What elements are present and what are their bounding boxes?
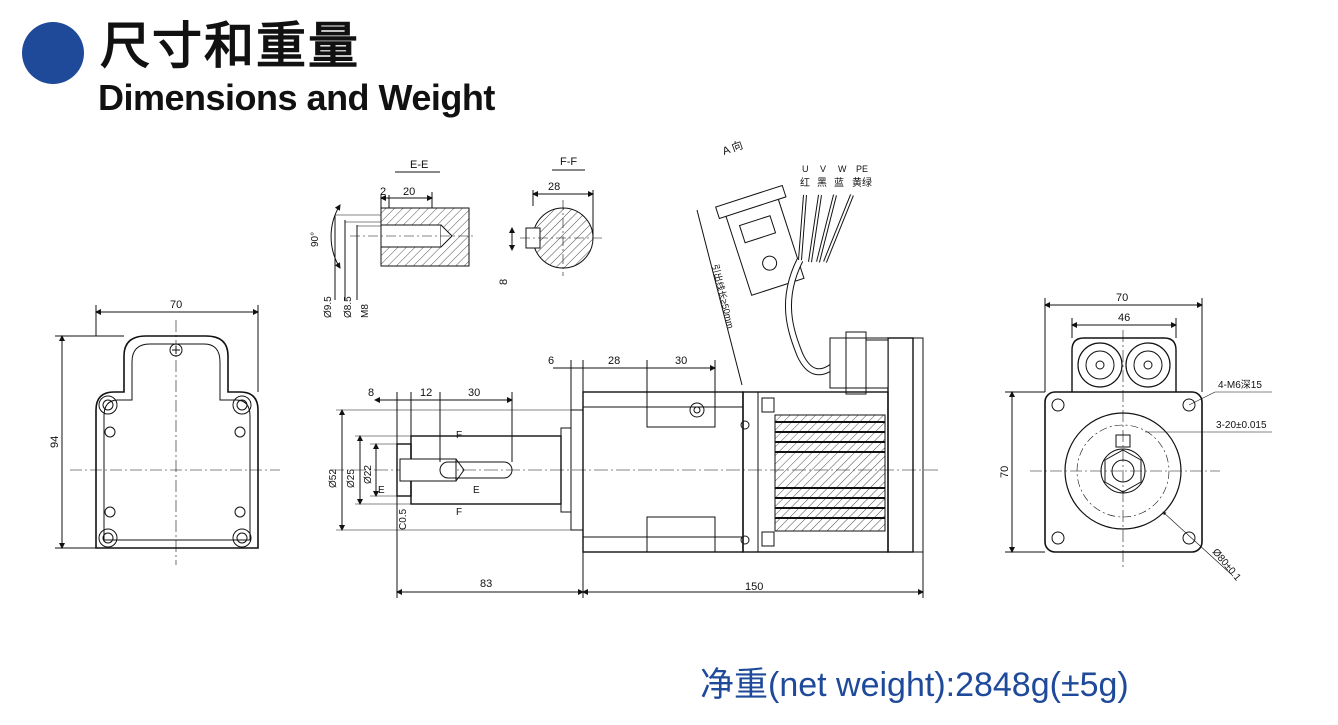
dim-left-70: 70 xyxy=(170,299,182,311)
front-view: 6 28 30 8 12 30 Ø52 Ø25 Ø22 C0.5 E E F F… xyxy=(328,331,940,598)
net-weight: 净重(net weight):2848g(±5g) xyxy=(700,666,1129,704)
wire-v-color: 黑 xyxy=(817,177,827,189)
mark-e-left: E xyxy=(378,485,385,496)
wire-w: W xyxy=(838,164,847,174)
dim-front-d25: Ø25 xyxy=(346,469,357,488)
dim-front-150: 150 xyxy=(745,581,763,593)
dim-front-30a: 30 xyxy=(675,355,687,367)
dim-right-pcd: Ø80±0.1 xyxy=(1210,547,1243,584)
page-title-en: Dimensions and Weight xyxy=(98,77,495,118)
wire-v: V xyxy=(820,164,826,174)
label-ee: E-E xyxy=(410,159,428,171)
dim-right-holes: 3-20±0.015 xyxy=(1216,420,1267,431)
header: 尺寸和重量 Dimensions and Weight xyxy=(20,14,540,124)
dim-ee-2: 2 xyxy=(380,186,386,198)
dim-front-8: 8 xyxy=(368,387,374,399)
section-ee: E-E 2 20 90° Ø9.5 Ø8.5 M8 xyxy=(310,159,475,318)
dim-ee-20: 20 xyxy=(403,186,415,198)
dim-front-6: 6 xyxy=(548,355,554,367)
dim-front-d22: Ø22 xyxy=(363,465,374,484)
lead-length: 引出线长≥50mm xyxy=(710,263,737,330)
label-a-view: A 向 xyxy=(720,138,744,158)
dim-ee-d85: Ø8.5 xyxy=(343,296,354,318)
dim-ff-28: 28 xyxy=(548,181,560,193)
dim-front-83: 83 xyxy=(480,578,492,590)
dim-front-30b: 30 xyxy=(468,387,480,399)
mark-f-bottom: F xyxy=(456,507,462,518)
dim-front-d52: Ø52 xyxy=(328,469,339,488)
dim-ee-d95: Ø9.5 xyxy=(323,296,334,318)
left-view: 70 94 xyxy=(49,299,280,565)
section-ff: F-F 28 8 xyxy=(498,156,605,285)
dim-front-c05: C0.5 xyxy=(398,508,409,530)
cable-assembly: A 向 U V W PE 红 黑 蓝 黄绿 引出线长≥50mm xyxy=(696,138,872,386)
wire-pe: PE xyxy=(856,164,868,174)
wire-pe-color: 黄绿 xyxy=(852,176,872,189)
dim-front-28: 28 xyxy=(608,355,620,367)
dim-front-12: 12 xyxy=(420,387,432,399)
dim-right-70w: 70 xyxy=(1116,292,1128,304)
dim-right-46: 46 xyxy=(1118,312,1130,324)
wire-u: U xyxy=(802,164,809,174)
label-ff: F-F xyxy=(560,156,577,168)
wire-u-color: 红 xyxy=(800,176,810,189)
mark-f-top: F xyxy=(456,430,462,441)
dim-right-70h: 70 xyxy=(999,466,1011,478)
dim-right-m6: 4-M6深15 xyxy=(1218,379,1262,391)
dim-left-94: 94 xyxy=(49,436,61,448)
dim-ee-m8: M8 xyxy=(360,304,371,318)
dim-ee-angle: 90° xyxy=(310,232,321,247)
dim-ff-8: 8 xyxy=(498,279,510,285)
mark-e-right: E xyxy=(473,485,480,496)
section-bullet xyxy=(22,22,84,84)
right-view: 70 46 70 4-M6深15 3-20±0.015 Ø80±0.1 xyxy=(999,292,1272,584)
page-title-zh: 尺寸和重量 xyxy=(100,17,360,75)
wire-w-color: 蓝 xyxy=(834,177,844,189)
